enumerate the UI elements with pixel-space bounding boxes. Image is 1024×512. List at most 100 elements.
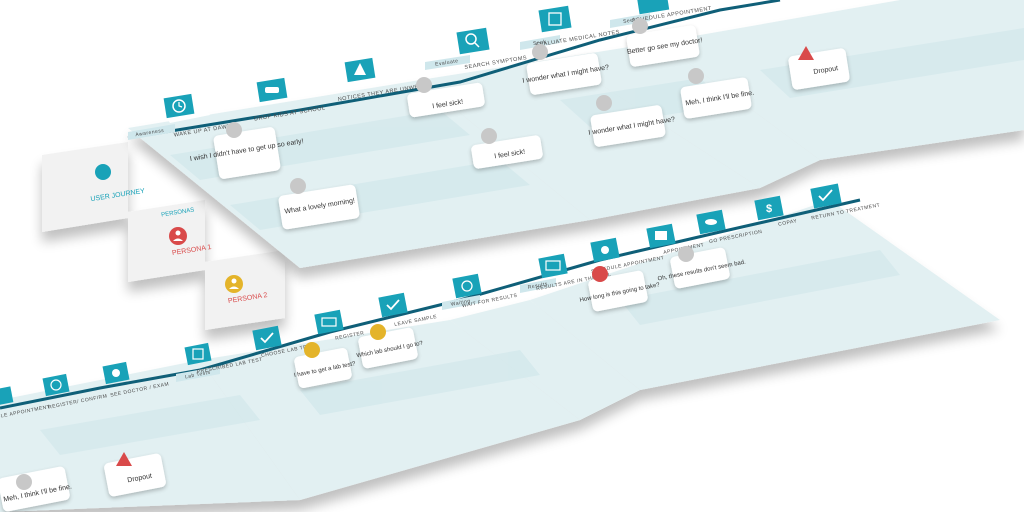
user-journey-icon xyxy=(95,164,111,180)
top-bubble-6-box xyxy=(590,105,666,147)
happy-face-icon xyxy=(290,178,306,194)
tube-icon xyxy=(386,299,400,311)
persona-2-head-icon xyxy=(231,278,237,284)
top-bubble-7 xyxy=(626,25,700,67)
top-bubble-4-text: I feel sick! xyxy=(494,149,526,161)
bottom-dropout-label: Dropout xyxy=(127,473,153,485)
id-icon xyxy=(321,317,337,327)
bottom-stage-label-1: Lab Tests xyxy=(185,370,211,381)
bottom-step-5-tile xyxy=(252,325,282,351)
medkit-icon xyxy=(655,231,667,240)
clock-hands-icon xyxy=(178,102,183,108)
phone-icon xyxy=(601,246,609,254)
bottom-step-6[interactable]: REGISTER xyxy=(314,309,365,342)
clock-icon xyxy=(172,99,186,113)
top-step-6-tile xyxy=(636,0,670,15)
car-icon xyxy=(265,87,279,93)
bottom-stage-tab-1 xyxy=(176,366,220,382)
bottom-timeline-line xyxy=(0,198,861,410)
bottom-stage-labels: Lab Tests Waiting Results xyxy=(176,278,556,382)
worried-face-icon xyxy=(532,44,548,60)
bottom-stripe-3 xyxy=(620,250,900,325)
top-bubble-2 xyxy=(278,184,360,230)
mail-icon xyxy=(545,260,561,271)
top-dropout-label: Dropout xyxy=(813,65,839,76)
bottom-panel-stripes xyxy=(40,250,900,455)
top-step-4-tile xyxy=(456,27,490,55)
bottom-step-9-tile xyxy=(538,253,568,279)
bottom-bubble-5 xyxy=(0,466,70,512)
wait-clock-icon xyxy=(461,280,473,292)
top-stage-tab-4 xyxy=(610,13,650,28)
persona-2-avatar-icon xyxy=(225,275,243,293)
clipboard-icon xyxy=(192,348,204,360)
bottom-step-1-tile xyxy=(0,386,14,406)
persona-2-body-icon xyxy=(229,286,239,289)
user-journey-card[interactable] xyxy=(42,142,128,232)
dollar-icon: $ xyxy=(766,203,772,215)
return-check-icon xyxy=(818,189,833,202)
bottom-step-13-label: COPAY xyxy=(778,218,798,228)
bottom-bubble-1 xyxy=(294,348,352,388)
top-bubble-6 xyxy=(590,105,666,147)
bottom-panel-3 xyxy=(450,300,640,420)
top-stage-tab-3 xyxy=(520,35,560,50)
search-icon xyxy=(465,33,477,45)
bored-face-icon xyxy=(226,122,242,138)
pill-icon xyxy=(705,219,717,225)
top-bubble-8 xyxy=(680,77,752,119)
top-panel-1 xyxy=(128,80,590,268)
top-bubble-3-text: I feel sick! xyxy=(432,99,464,111)
top-stage-label-4: Seek xyxy=(623,17,637,25)
relieved-face-icon xyxy=(678,246,694,262)
bottom-step-6-tile xyxy=(314,309,344,335)
confused-face-icon xyxy=(370,324,386,340)
top-stage-tab-2 xyxy=(425,55,470,70)
bottom-stage-tab-3 xyxy=(520,278,556,293)
top-timeline-line xyxy=(127,0,781,140)
persona-1-card[interactable] xyxy=(128,200,205,282)
top-bubble-5-box xyxy=(526,53,602,95)
bottom-step-6-label: REGISTER xyxy=(335,330,365,342)
dropout-warning-icon xyxy=(798,46,814,60)
personas-header: PERSONAS xyxy=(161,207,195,218)
bottom-step-2-tile xyxy=(42,373,70,397)
bottom-stage-tab-2 xyxy=(442,295,480,310)
stethoscope-icon xyxy=(112,369,120,377)
top-step-5-tile xyxy=(538,5,572,33)
bottom-step-7[interactable]: LEAVE SAMPLE xyxy=(378,292,438,328)
persona-1-avatar-icon xyxy=(169,227,187,245)
sidebar xyxy=(42,142,285,330)
top-bubble-7-box xyxy=(626,25,700,67)
meh-face-icon xyxy=(688,68,704,84)
top-stage-tab-1 xyxy=(128,124,175,140)
meh-face-icon-2 xyxy=(16,474,32,490)
bottom-bubble-5-box xyxy=(0,466,70,512)
top-bubble-2-box xyxy=(278,184,360,230)
bottom-step-13-tile xyxy=(754,195,784,221)
bottom-bubbles: I have to get a lab test? Which lab shou… xyxy=(0,246,747,512)
top-panel-2 xyxy=(420,58,760,220)
top-bubbles: I wish I didn't have to get up so early!… xyxy=(189,18,850,230)
persona-2-card[interactable] xyxy=(205,250,285,330)
bottom-stage-label-2: Waiting xyxy=(450,298,471,308)
bottom-step-7-tile xyxy=(378,292,408,318)
bottom-step-13[interactable]: $ COPAY xyxy=(754,195,798,228)
top-step-5[interactable]: EVALUATE MEDICAL NOTES xyxy=(535,5,620,49)
bottom-step-8-tile xyxy=(452,273,482,299)
search-handle-icon xyxy=(474,42,480,48)
bottom-dropout-warning-icon xyxy=(116,452,132,466)
bottom-stripe-1 xyxy=(40,395,260,455)
angry-face-icon xyxy=(592,266,608,282)
top-stage-label-2: Evaluate xyxy=(435,58,459,68)
top-stage-label-3: Seek xyxy=(533,39,547,47)
top-bubble-1-box xyxy=(213,127,281,179)
top-bubble-8-box xyxy=(680,77,752,119)
top-bubble-1 xyxy=(213,127,281,179)
top-stage-labels: Awareness Evaluate Seek Seek xyxy=(128,13,650,140)
bottom-bubble-1-box xyxy=(294,348,352,388)
sick-face-icon-2 xyxy=(481,128,497,144)
bottom-step-4-tile xyxy=(184,342,212,366)
